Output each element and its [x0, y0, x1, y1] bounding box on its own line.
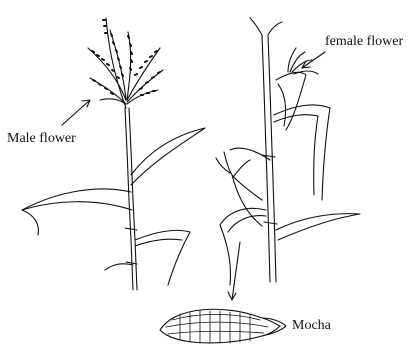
label-mocha: Mocha — [292, 319, 331, 333]
arrows — [62, 52, 325, 300]
arrow-mocha — [232, 242, 240, 300]
right-plant — [216, 18, 360, 285]
cob — [160, 309, 286, 343]
label-female-flower: female flower — [325, 35, 403, 49]
label-male-flower: Male flower — [7, 132, 76, 146]
arrow-male-flower — [62, 100, 90, 125]
tassel-spikelets — [92, 20, 160, 95]
left-plant — [22, 18, 205, 290]
female-ear — [276, 72, 306, 130]
tassel-spike — [106, 18, 126, 108]
arrow-female-flower — [302, 52, 325, 68]
